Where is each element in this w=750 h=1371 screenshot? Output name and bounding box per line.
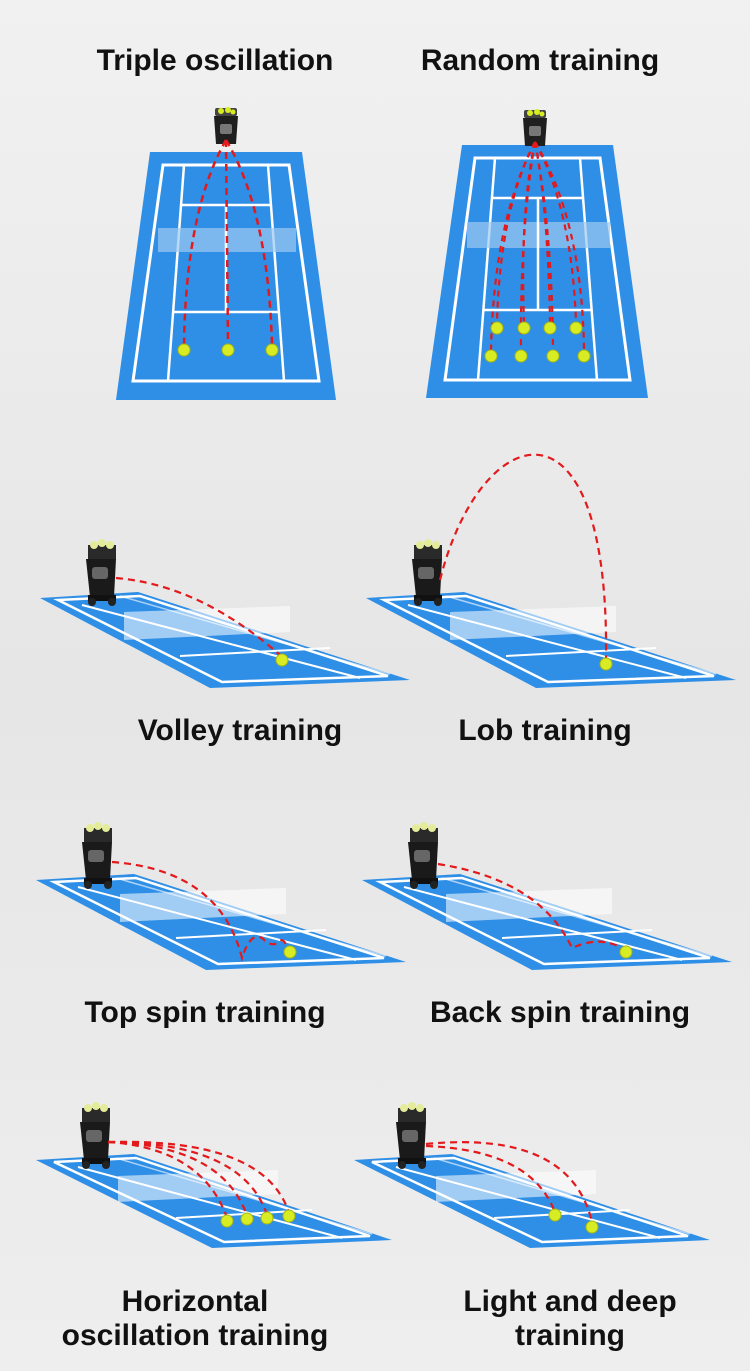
ball-machine-icon bbox=[214, 107, 238, 144]
ball-machine-icon bbox=[80, 1102, 110, 1169]
balls-horizontal-oscillation bbox=[220, 1209, 296, 1228]
trajectories-triple-oscillation bbox=[182, 139, 274, 346]
ball-machine-icon bbox=[82, 822, 112, 889]
balls-triple-oscillation bbox=[177, 343, 279, 357]
court-random-training bbox=[426, 145, 648, 398]
ball-volley bbox=[275, 653, 289, 667]
balls-random-training bbox=[484, 321, 591, 363]
trajectory-lob bbox=[438, 453, 608, 661]
court-back-spin-training bbox=[362, 874, 732, 970]
label-light-and-deep-training: Light and deep training bbox=[410, 1285, 730, 1353]
trajectory-volley bbox=[115, 576, 281, 656]
trajectories-random-training bbox=[489, 141, 586, 351]
court-triple-oscillation bbox=[116, 152, 336, 400]
label-light-deep-line2: training bbox=[515, 1319, 625, 1352]
label-light-deep-line1: Light and deep bbox=[463, 1285, 677, 1318]
label-lob-training: Lob training bbox=[458, 714, 632, 747]
label-back-spin-training: Back spin training bbox=[429, 996, 691, 1029]
ball-back-spin bbox=[619, 945, 633, 959]
label-top-spin-training: Top spin training bbox=[84, 996, 326, 1029]
ball-machine-icon bbox=[408, 822, 438, 889]
label-horizontal-oscillation-training: Horizontal oscillation training bbox=[40, 1285, 350, 1353]
label-random-training: Random training bbox=[420, 44, 660, 77]
trajectories-horizontal-oscillation bbox=[107, 1140, 290, 1216]
ball-machine-icon bbox=[523, 109, 547, 146]
ball-top-spin bbox=[283, 945, 297, 959]
court-horizontal-oscillation-training bbox=[36, 1154, 392, 1248]
court-volley-training bbox=[40, 592, 410, 688]
ball-machine-icon bbox=[412, 539, 442, 606]
ball-machine-icon bbox=[86, 539, 116, 606]
trajectories-light-and-deep bbox=[425, 1141, 594, 1223]
ball-machine-icon bbox=[396, 1102, 426, 1169]
court-light-and-deep-training bbox=[354, 1154, 710, 1248]
ball-lob bbox=[599, 657, 613, 671]
label-horizontal-line1: Horizontal bbox=[121, 1285, 269, 1318]
trajectory-top-spin bbox=[111, 860, 290, 963]
label-triple-oscillation: Triple oscillation bbox=[96, 44, 334, 77]
trajectory-back-spin bbox=[437, 862, 623, 951]
court-top-spin-training bbox=[36, 874, 406, 970]
balls-light-and-deep bbox=[548, 1208, 599, 1234]
label-volley-training: Volley training bbox=[137, 714, 343, 747]
label-horizontal-line2: oscillation training bbox=[61, 1319, 329, 1352]
court-lob-training bbox=[366, 592, 736, 688]
